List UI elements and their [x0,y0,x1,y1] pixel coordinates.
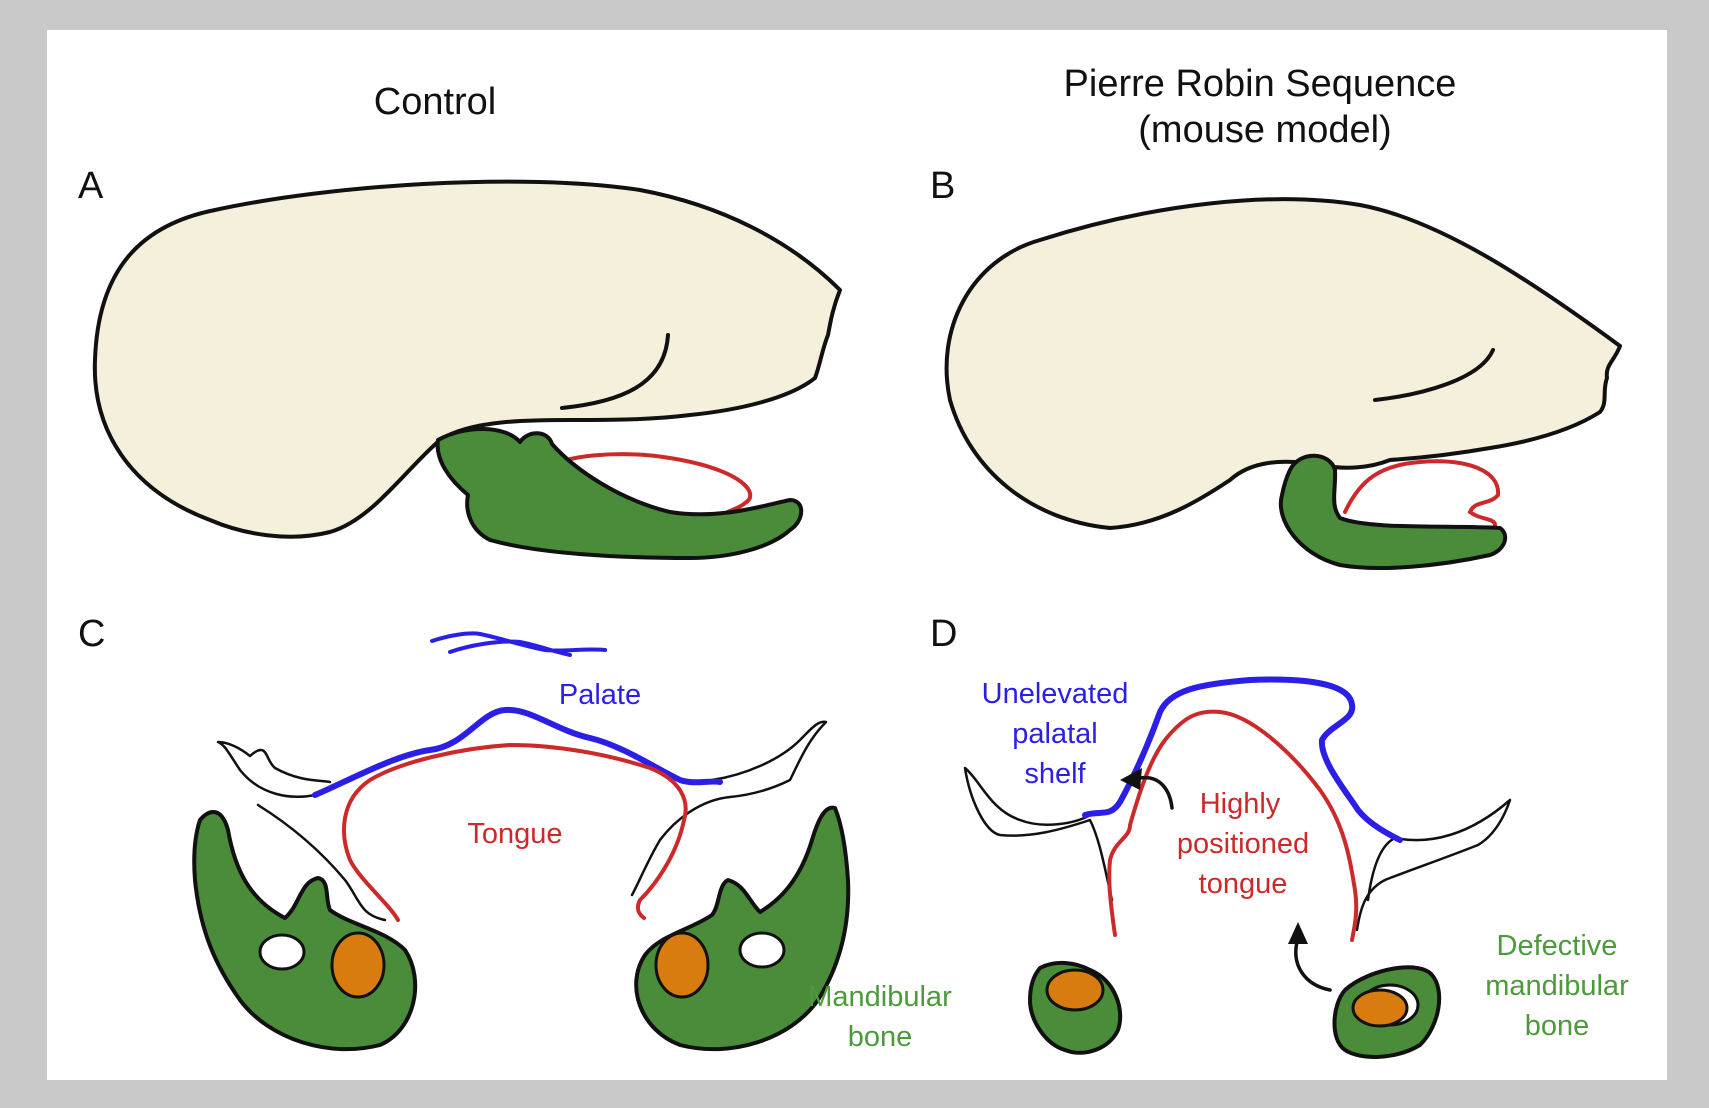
panel-a-control-head [95,182,840,558]
panel-letter-a: A [78,165,104,207]
head-b-outline [947,199,1620,528]
condyle-c-left [332,933,384,997]
label-unelevated-line1: Unelevated [982,678,1129,710]
panel-c-control-section: Palate Tongue Mandibular bone [194,633,952,1053]
condyle-c-right [656,933,708,997]
panel-letter-d: D [930,613,957,655]
panel-letter-c: C [78,613,105,655]
label-tongue: Tongue [467,818,562,850]
foramen-c-left [260,935,304,969]
panel-b-prs-head [947,199,1620,568]
palate-c-scrap [432,633,605,655]
arrow-mandible [1296,938,1330,990]
label-mandibular-line1: Mandibular [808,981,952,1013]
label-defective-line2: mandibular [1485,970,1629,1002]
label-unelevated-line3: shelf [1024,758,1086,790]
mandible-c-left [194,812,415,1049]
foramen-c-right [740,933,784,967]
condyle-d-right [1353,990,1407,1026]
tongue-b [1345,461,1498,525]
title-prs-line1: Pierre Robin Sequence [1064,63,1457,105]
condyle-d-left [1047,970,1103,1010]
panel-d-prs-section: Unelevated palatal shelf Highly position… [965,678,1629,1057]
palate-c [315,710,720,795]
label-defective-line3: bone [1525,1010,1590,1042]
mandible-a [438,429,802,558]
label-highly-line3: tongue [1199,868,1288,900]
label-palate: Palate [559,679,641,711]
label-unelevated-line2: palatal [1012,718,1097,750]
panel-letter-b: B [930,165,955,207]
label-highly-line2: positioned [1177,828,1309,860]
label-mandibular-line2: bone [848,1021,913,1053]
label-highly-line1: Highly [1200,788,1281,820]
label-defective-line1: Defective [1497,930,1618,962]
arrow-mandible-head-icon [1288,922,1308,944]
title-control: Control [374,81,497,123]
title-prs-line2: (mouse model) [1138,109,1391,151]
